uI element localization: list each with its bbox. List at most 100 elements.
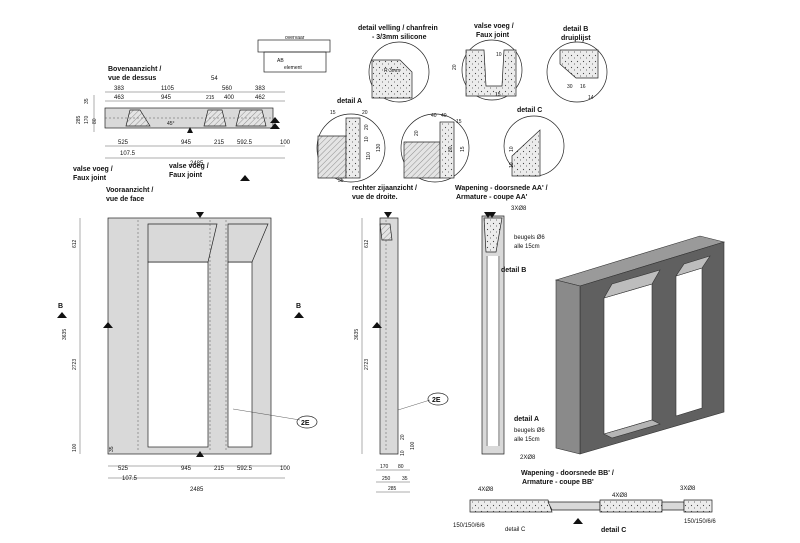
detail-b-dim-30: 30 (567, 84, 573, 90)
front-view-opening-large (147, 261, 209, 448)
joint-label-1-nl: valse voeg / (73, 166, 113, 173)
detail-a-dim-20b: 20 (364, 124, 370, 130)
detail-b-dim-14: 14 (588, 95, 594, 101)
side-dim-170: 170 (380, 464, 389, 470)
top-dim-54: 54 (211, 76, 218, 82)
section-aa-detail-a: detail A (514, 416, 539, 423)
section-aa: Wapening - doorsnede AA' / Armature - co… (455, 185, 548, 461)
front-dim-945: 945 (181, 466, 192, 472)
detail-voeg-title-1: valse voeg / (474, 23, 514, 30)
detail-velling-title-2: - 3/3mm silicone (372, 34, 427, 41)
side-tag-2e: 2E (432, 397, 441, 404)
section-aa-detail-b: detail B (501, 267, 526, 274)
front-dim-2723: 2723 (72, 359, 78, 370)
detail-b-title-1: detail B (563, 26, 588, 33)
detail-velling-dim: R 3mm (384, 68, 400, 74)
detail-a-dim-15: 15 (330, 110, 336, 116)
section-bb-rebar-mid: 4XØ8 (612, 493, 628, 499)
section-bb-detail-c-1: detail C (505, 527, 526, 533)
front-section-mark-right: B (296, 303, 301, 310)
top-dim-383-b: 383 (255, 86, 266, 92)
front-dim-3635: 3635 (62, 329, 68, 340)
side-view-title-fr: vue de droite. (352, 194, 398, 201)
legend-box-bottom: element (284, 65, 302, 71)
top-dim-945-b: 945 (181, 140, 192, 146)
detail-velling-title-1: detail velling / chanfrein (358, 25, 438, 32)
detail-velling: detail velling / chanfrein - 3/3mm silic… (358, 25, 438, 103)
side-dim-80: 80 (398, 464, 404, 470)
section-aa-title-2: Armature - coupe AA' (456, 194, 528, 201)
side-dim-right-10: 10 (400, 450, 406, 456)
detail-b: detail B druiplijst 30 16 14 (546, 26, 608, 103)
section-aa-stirrups-2-a: beugels Ø6 (514, 428, 545, 434)
front-dim-612: 612 (72, 239, 78, 248)
front-dim-100: 100 (72, 443, 78, 452)
detail-a: detail A 15 20 20 10 110 130 35 (316, 98, 386, 184)
detail-a-dim-10: 10 (364, 136, 370, 142)
detail-a-dim-130: 130 (376, 143, 382, 152)
detail-voeg: valse voeg / Faux joint 10 20 15 (452, 23, 523, 101)
top-dim-215-a: 215 (206, 95, 215, 101)
section-aa-stirrups-1-a: beugels Ø6 (514, 235, 545, 241)
isometric-view (554, 235, 726, 455)
joint-label-2-nl: valse voeg / (169, 163, 209, 170)
section-aa-title-1: Wapening - doorsnede AA' / (455, 185, 548, 192)
front-dim-total: 2485 (190, 487, 204, 493)
top-dim-35: 35 (84, 98, 90, 104)
front-view-title-nl: Vooraanzicht / (106, 187, 153, 194)
detail-voeg-dim-15: 15 (495, 92, 501, 98)
side-dim-right-20: 20 (400, 434, 406, 440)
joint-label-2-fr: Faux joint (169, 172, 203, 179)
detail-c-dim-15: 15 (456, 119, 462, 125)
detail-a-dim-35: 35 (338, 178, 344, 184)
top-view-title-nl: Bovenaanzicht / (108, 66, 161, 73)
section-aa-top-rebar: 3XØ8 (511, 206, 527, 212)
top-dim-463: 463 (114, 95, 125, 101)
top-dim-angle: 45° (167, 121, 175, 127)
front-section-mark-left: B (58, 303, 63, 310)
side-dim-2723: 2723 (364, 359, 370, 370)
front-dim-35: 35 (109, 446, 115, 452)
detail-c-dim-20: 20 (414, 130, 420, 136)
top-dim-383-a: 383 (114, 86, 125, 92)
side-view: rechter zijaanzicht / vue de droite. 612… (352, 185, 449, 493)
side-dim-3635: 3635 (354, 329, 360, 340)
detail-c-dim-10b: 10 (509, 162, 515, 168)
detail-a-dim-20a: 20 (362, 110, 368, 116)
top-dim-400: 400 (224, 95, 235, 101)
top-dim-525: 525 (118, 140, 129, 146)
front-view: Vooraanzicht / vue de face B B 612 3635 … (57, 187, 318, 493)
detail-c-dim-10a: 10 (509, 146, 515, 152)
detail-c-dim-40a: 40 (431, 113, 437, 119)
side-dim-250: 250 (382, 476, 391, 482)
front-view-opening-small (227, 261, 253, 448)
top-dim-total: 2485 (190, 161, 204, 167)
detail-c-dim-15b: 15 (460, 146, 466, 152)
front-dim-100b: 100 (280, 466, 291, 472)
side-dim-right-100: 100 (410, 441, 416, 450)
section-aa-stirrups-2-b: alle 15cm (514, 437, 540, 443)
side-dim-35: 35 (402, 476, 408, 482)
section-aa-bottom-rebar: 2XØ8 (520, 455, 536, 461)
front-dim-1075: 107.5 (122, 476, 138, 482)
side-dim-612: 612 (364, 239, 370, 248)
top-dim-1075: 107.5 (120, 151, 136, 157)
section-bb-title-2: Armature - coupe BB' (522, 479, 594, 486)
legend-box-top: overvaar (285, 35, 305, 41)
legend-box: overvaar element AB (257, 35, 331, 73)
section-bb-title-1: Wapening - doorsnede BB' / (521, 470, 614, 477)
section-bb-rebar-left: 4XØ8 (478, 487, 494, 493)
detail-voeg-dim-20: 20 (452, 64, 458, 70)
detail-voeg-dim-10: 10 (496, 52, 502, 58)
front-dim-5925: 592.5 (237, 466, 253, 472)
front-dim-215: 215 (214, 466, 225, 472)
legend-box-mark: AB (277, 58, 284, 64)
section-aa-stirrups-1-b: alle 15cm (514, 244, 540, 250)
section-bb-mesh-left: 150/150/6/6 (453, 523, 485, 529)
detail-a-title: detail A (337, 98, 362, 105)
top-dim-80: 80 (92, 118, 98, 124)
front-view-title-fr: vue de face (106, 196, 144, 203)
top-dim-5925: 592.5 (237, 140, 253, 146)
top-view: Bovenaanzicht / vue de dessus 383 1105 5… (76, 66, 291, 167)
